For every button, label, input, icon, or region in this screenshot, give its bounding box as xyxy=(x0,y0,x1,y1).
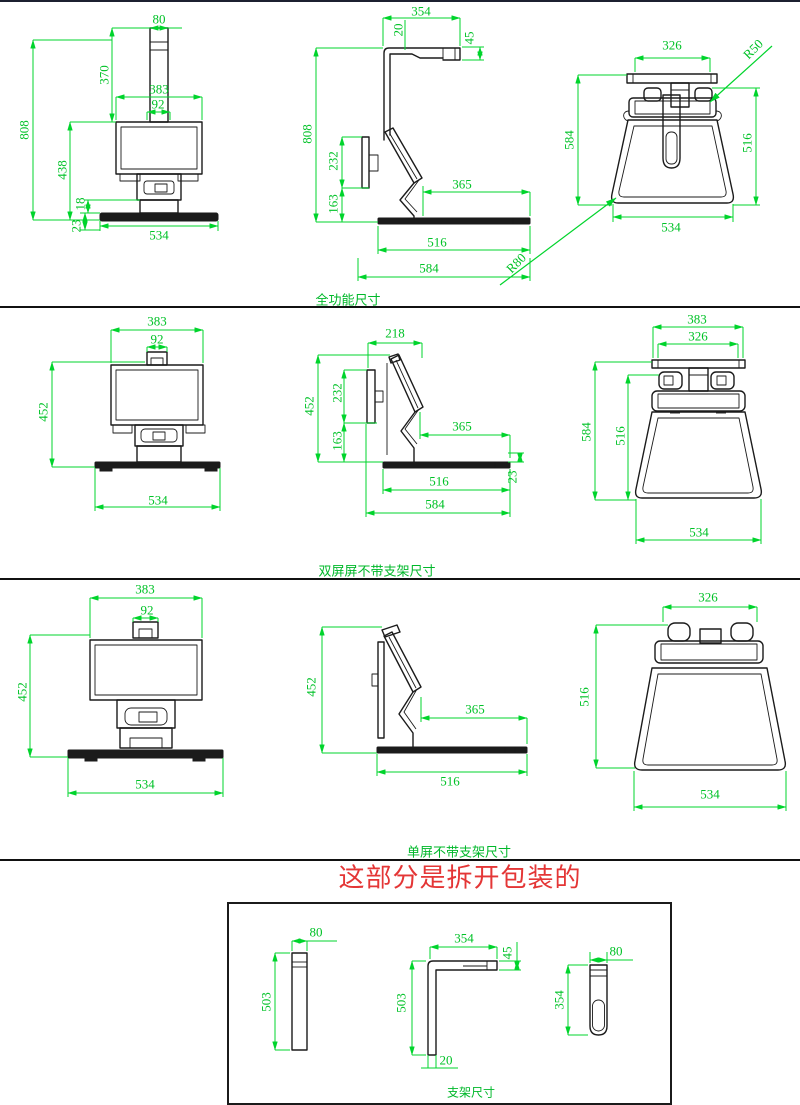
dim-label: 584 xyxy=(425,496,445,512)
dim-label: 383 xyxy=(135,581,155,597)
dim-label: 452 xyxy=(303,677,319,697)
dim-label: 45 xyxy=(499,946,515,960)
dim-label: 534 xyxy=(149,227,169,243)
dim-label: 516 xyxy=(576,687,592,707)
dim-label: 516 xyxy=(429,473,449,489)
dim-label: 534 xyxy=(135,776,155,792)
dim-label: 452 xyxy=(14,682,30,702)
dim-label: 503 xyxy=(258,992,274,1012)
view-packaging-parts xyxy=(272,938,633,1069)
view-full-front xyxy=(30,25,219,231)
dim-label: 516 xyxy=(739,133,755,153)
view-single-side xyxy=(319,624,528,776)
dim-label: 92 xyxy=(151,96,165,112)
section-divider-3 xyxy=(0,859,800,861)
dim-label: 232 xyxy=(325,151,341,171)
dim-label: 383 xyxy=(149,81,169,97)
dim-label: 383 xyxy=(687,311,707,327)
dim-label: 45 xyxy=(461,31,477,45)
dim-label: 584 xyxy=(578,422,594,442)
dim-label: 23 xyxy=(68,219,84,233)
section-caption-full-function: 全功能尺寸 xyxy=(315,292,381,308)
dim-label: 503 xyxy=(393,993,409,1013)
view-single-front xyxy=(27,595,224,797)
packaging-parts-box xyxy=(227,902,672,1105)
view-dual-side xyxy=(315,340,524,517)
dim-label: 534 xyxy=(689,524,709,540)
dim-label: 232 xyxy=(329,383,345,403)
dim-label: 354 xyxy=(454,930,474,946)
dim-label: 534 xyxy=(148,492,168,508)
dim-label: 23 xyxy=(504,470,520,484)
view-full-bottom xyxy=(499,45,773,286)
dim-label: 534 xyxy=(661,219,681,235)
dim-label: 326 xyxy=(698,589,718,605)
dim-label: 92 xyxy=(140,602,154,618)
dim-label: 326 xyxy=(688,328,708,344)
dim-label: 354 xyxy=(411,3,431,19)
dim-label: 365 xyxy=(452,176,472,192)
dim-label: 354 xyxy=(551,990,567,1010)
dim-label: 584 xyxy=(419,260,439,276)
dim-label: 383 xyxy=(147,313,167,329)
view-dual-front xyxy=(49,327,221,511)
dim-label: 438 xyxy=(54,160,70,180)
dim-label: 370 xyxy=(96,65,112,85)
section-divider-2 xyxy=(0,578,800,580)
section-divider-1 xyxy=(0,306,800,308)
dim-label: 584 xyxy=(561,130,577,150)
stand-size-caption: 支架尺寸 xyxy=(446,1085,496,1100)
dim-label: 80 xyxy=(309,924,323,940)
dim-label: 80 xyxy=(609,943,623,959)
dim-label: 365 xyxy=(452,418,472,434)
dim-label: 20 xyxy=(439,1052,453,1068)
dim-label: 452 xyxy=(301,396,317,416)
dim-label: 365 xyxy=(465,701,485,717)
view-full-side xyxy=(313,15,531,281)
dim-label: 163 xyxy=(329,431,345,451)
dim-label: 516 xyxy=(440,773,460,789)
dim-label: 218 xyxy=(385,325,405,341)
section-caption-dual-screen: 双屏屏不带支架尺寸 xyxy=(318,563,436,579)
dim-label: 18 xyxy=(72,197,88,211)
dim-label: 534 xyxy=(700,786,720,802)
section-caption-single-screen: 单屏不带支架尺寸 xyxy=(406,844,512,860)
dim-label: 808 xyxy=(299,124,315,144)
dim-label: 326 xyxy=(662,37,682,53)
dim-label: 808 xyxy=(16,120,32,140)
dim-label: 516 xyxy=(612,426,628,446)
packaging-note: 这部分是拆开包装的 xyxy=(338,863,582,893)
dim-label: 452 xyxy=(35,402,51,422)
top-border-line xyxy=(0,0,800,2)
dim-label: 92 xyxy=(150,331,164,347)
dim-label: 20 xyxy=(390,23,406,37)
view-single-bottom xyxy=(593,604,787,811)
dim-label: 516 xyxy=(427,234,447,250)
view-dual-bottom xyxy=(592,324,763,544)
dim-label: 163 xyxy=(325,194,341,214)
dim-label: 80 xyxy=(152,11,166,27)
